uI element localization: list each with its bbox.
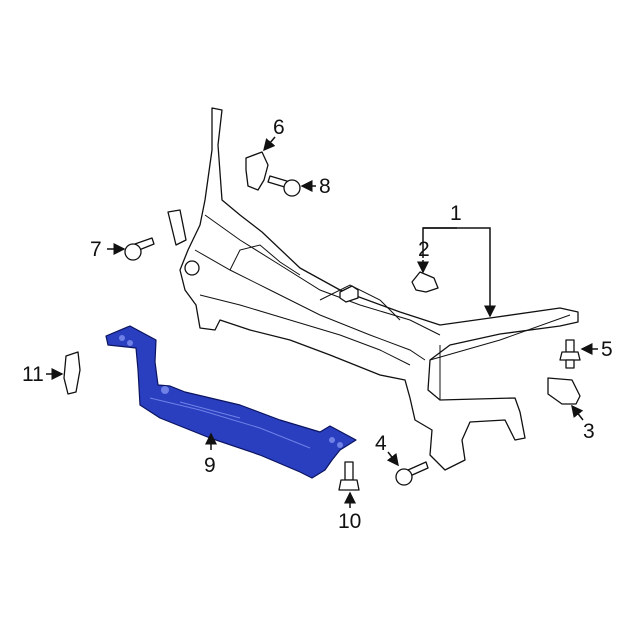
radiator-support-frame[interactable] <box>167 107 579 471</box>
callout-6[interactable]: 6 <box>273 116 285 139</box>
callout-9[interactable]: 9 <box>204 454 216 477</box>
leader-1a <box>423 227 496 318</box>
bolt-part-4[interactable] <box>395 461 429 486</box>
callout-3[interactable]: 3 <box>583 420 595 443</box>
leader-1b <box>422 227 457 258</box>
bracket-part-3[interactable] <box>547 377 581 405</box>
leader-4 <box>386 451 399 467</box>
bracket-part-6[interactable] <box>245 151 269 191</box>
callout-10[interactable]: 10 <box>338 510 361 533</box>
callout-8[interactable]: 8 <box>319 175 331 198</box>
clip-part-11[interactable] <box>63 351 81 395</box>
leader-3 <box>571 404 584 421</box>
callout-5[interactable]: 5 <box>601 338 613 361</box>
bolt-part-5[interactable] <box>559 339 581 369</box>
lower-tie-bar-part-9[interactable] <box>105 325 357 479</box>
leader-6 <box>263 136 276 152</box>
clip-part-2[interactable] <box>411 271 439 293</box>
bolt-part-10[interactable] <box>338 461 360 491</box>
callout-2[interactable]: 2 <box>418 238 430 261</box>
callout-4[interactable]: 4 <box>375 432 387 455</box>
callout-11[interactable]: 11 <box>22 363 44 386</box>
bolt-part-7[interactable] <box>124 237 155 261</box>
bolt-part-8[interactable] <box>267 175 301 197</box>
callout-7[interactable]: 7 <box>90 238 102 261</box>
callout-1[interactable]: 1 <box>450 202 462 225</box>
